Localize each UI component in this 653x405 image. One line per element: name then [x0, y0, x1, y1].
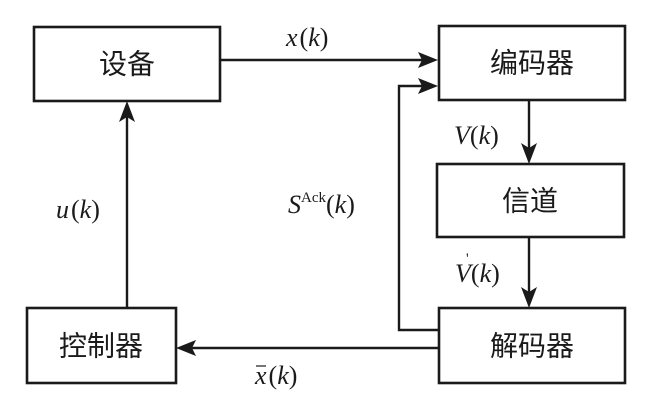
- signal-x-label: x(k): [285, 23, 328, 52]
- controller-block: 控制器: [25, 306, 178, 385]
- decoder-block: 解码器: [437, 306, 627, 385]
- controller-label: 控制器: [59, 330, 143, 363]
- channel-block: 信道: [435, 162, 626, 239]
- arrowhead-icon: [418, 78, 438, 94]
- arrowhead-icon: [119, 101, 135, 122]
- arrowhead-icon: [176, 340, 196, 356]
- signal-ack-label: SAck(k): [288, 190, 355, 219]
- signal-v-label: V(k): [454, 121, 499, 150]
- decoder-label: 解码器: [490, 330, 574, 363]
- arrow-ack-feedback: [397, 78, 439, 332]
- prime-mark: ': [466, 251, 469, 267]
- arrow-plant-to-encoder: [220, 52, 438, 68]
- arrow-encoder-to-channel: [521, 100, 537, 164]
- signal-u-label: u(k): [56, 195, 100, 224]
- plant-block: 设备: [32, 25, 222, 103]
- channel-label: 信道: [502, 185, 558, 218]
- arrow-channel-to-decoder: [521, 237, 537, 308]
- arrowhead-icon: [521, 287, 537, 308]
- signal-vprime-label: V(k): [455, 259, 500, 288]
- encoder-label: 编码器: [490, 47, 574, 80]
- signal-xbar-label: x(k): [254, 361, 297, 390]
- arrow-decoder-to-controller: [176, 340, 439, 356]
- arrowhead-icon: [418, 52, 438, 68]
- arrowhead-icon: [521, 143, 537, 164]
- encoder-block: 编码器: [437, 24, 627, 102]
- plant-label: 设备: [99, 48, 155, 81]
- arrow-controller-to-plant: [119, 101, 135, 308]
